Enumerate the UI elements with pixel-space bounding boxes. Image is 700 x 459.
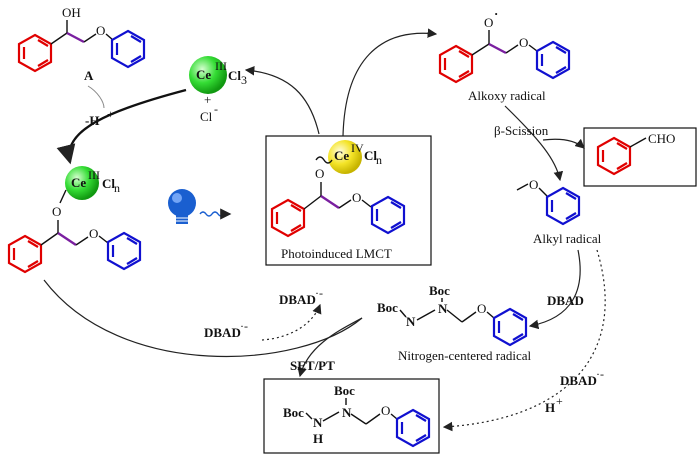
benzene-ring-blue <box>545 186 581 226</box>
ether-o-label: O <box>529 177 538 192</box>
alkoxy-caption: Alkoxy radical <box>468 88 546 103</box>
benzene-ring-blue <box>395 408 431 448</box>
cl-subscript: n <box>376 153 382 167</box>
alkoxy-o-label: O <box>484 15 493 30</box>
benzene-ring-blue <box>110 29 146 69</box>
anion-mark-3: ·- <box>596 367 604 381</box>
chloride-charge: - <box>214 102 218 116</box>
ce-alkoxide-complex: Ce III Cl n O O <box>7 166 142 274</box>
ether-o-label: O <box>381 403 390 418</box>
cl-subscript: n <box>114 181 120 195</box>
boc-label-top: Boc <box>334 383 355 398</box>
ce-oxidation-state: III <box>88 168 100 182</box>
light-bulb-icon <box>168 189 232 224</box>
h-plus-label: H <box>545 400 555 415</box>
cl-subscript: 3 <box>241 73 247 87</box>
boc-label-top: Boc <box>429 283 450 298</box>
arrow-dbad-addition <box>528 249 581 330</box>
arrow-beta-scission <box>504 105 564 182</box>
beta-scission-label: β-Scission <box>494 123 549 138</box>
benzene-ring-blue <box>370 195 406 235</box>
substrate-a: OH O A <box>17 5 146 83</box>
alkyl-caption: Alkyl radical <box>533 231 602 246</box>
hydroxyl-label: OH <box>62 5 81 20</box>
cerium-sphere-green <box>189 56 227 94</box>
arrow-set-pt <box>297 317 363 378</box>
alkyl-radical: O Alkyl radical <box>516 177 602 246</box>
benzene-ring-blue <box>535 40 571 80</box>
arrow-coordination <box>56 88 187 165</box>
cl-label: Cl <box>102 176 115 191</box>
ether-o-label: O <box>519 35 528 50</box>
ce-label: Ce <box>71 175 86 190</box>
benzaldehyde-box: CHO <box>583 127 697 187</box>
nitrogen-radical: Boc Boc N N O Nitrogen-centered radical <box>377 283 532 363</box>
boc-label-left: Boc <box>283 405 304 420</box>
ether-o-label: O <box>89 226 98 241</box>
benzene-ring-blue <box>492 307 528 347</box>
h-plus-charge: + <box>556 394 563 408</box>
substrate-a-label: A <box>84 68 94 83</box>
ce-label: Ce <box>196 67 211 82</box>
arrow-regeneration <box>244 65 320 135</box>
benzene-ring-blue <box>106 231 142 271</box>
radical-dot: · <box>494 6 498 21</box>
dbad-anion-label-1: DBAD <box>279 292 316 307</box>
ce-oxidation-state: IV <box>351 141 364 155</box>
arrow-protonation <box>442 249 606 432</box>
nh-n-label: N <box>313 415 323 430</box>
n-radical-caption: Nitrogen-centered radical <box>398 348 532 363</box>
aldehyde-label: CHO <box>648 131 675 146</box>
dbad-anion-label-2: DBAD <box>204 325 241 340</box>
cl-label: Cl <box>228 68 241 83</box>
n-radical-label: N <box>406 314 416 329</box>
n-label: N <box>342 405 352 420</box>
alkoxide-o-label: O <box>52 204 61 219</box>
deprotonation-label: -H <box>85 113 99 128</box>
ether-o-label: O <box>352 190 361 205</box>
dbad-label: DBAD <box>547 293 584 308</box>
h-label: H <box>313 431 323 446</box>
arrow-to-alkoxy <box>342 28 438 137</box>
ce-label: Ce <box>334 148 349 163</box>
chloride-label: Cl <box>200 109 213 124</box>
cerium-sphere-green-2 <box>65 166 99 200</box>
cecl3-catalyst: Ce III Cl 3 + Cl - <box>189 56 247 124</box>
ce-oxidation-state: III <box>215 59 227 73</box>
ether-o-label: O <box>96 23 105 38</box>
deprotonation-charge: + <box>107 107 114 121</box>
anion-mark-1: ·- <box>315 286 323 300</box>
dbad-anion-label-3: DBAD <box>560 373 597 388</box>
boc-label-left: Boc <box>377 300 398 315</box>
lmct-caption: Photoinduced LMCT <box>281 246 392 261</box>
n-label: N <box>438 301 448 316</box>
product-box: Boc Boc N H N O <box>263 378 440 454</box>
lmct-box: Ce IV Cl n O O Photoinduced LMCT <box>265 135 432 266</box>
cerium-sphere-yellow <box>328 140 362 174</box>
alkoxy-radical: O · O Alkoxy radical <box>438 6 571 103</box>
plus-sign: + <box>204 92 211 107</box>
ether-o-label: O <box>477 301 486 316</box>
arrow-dbad-anion <box>261 303 322 341</box>
anion-mark-2: ·- <box>240 319 248 333</box>
cl-label: Cl <box>364 148 377 163</box>
set-pt-label: SET/PT <box>290 358 335 373</box>
reaction-arrows: -H + β-Scission DBAD SET/PT DBAD ·- DBAD… <box>43 28 606 432</box>
alkoxide-o-label: O <box>315 166 324 181</box>
